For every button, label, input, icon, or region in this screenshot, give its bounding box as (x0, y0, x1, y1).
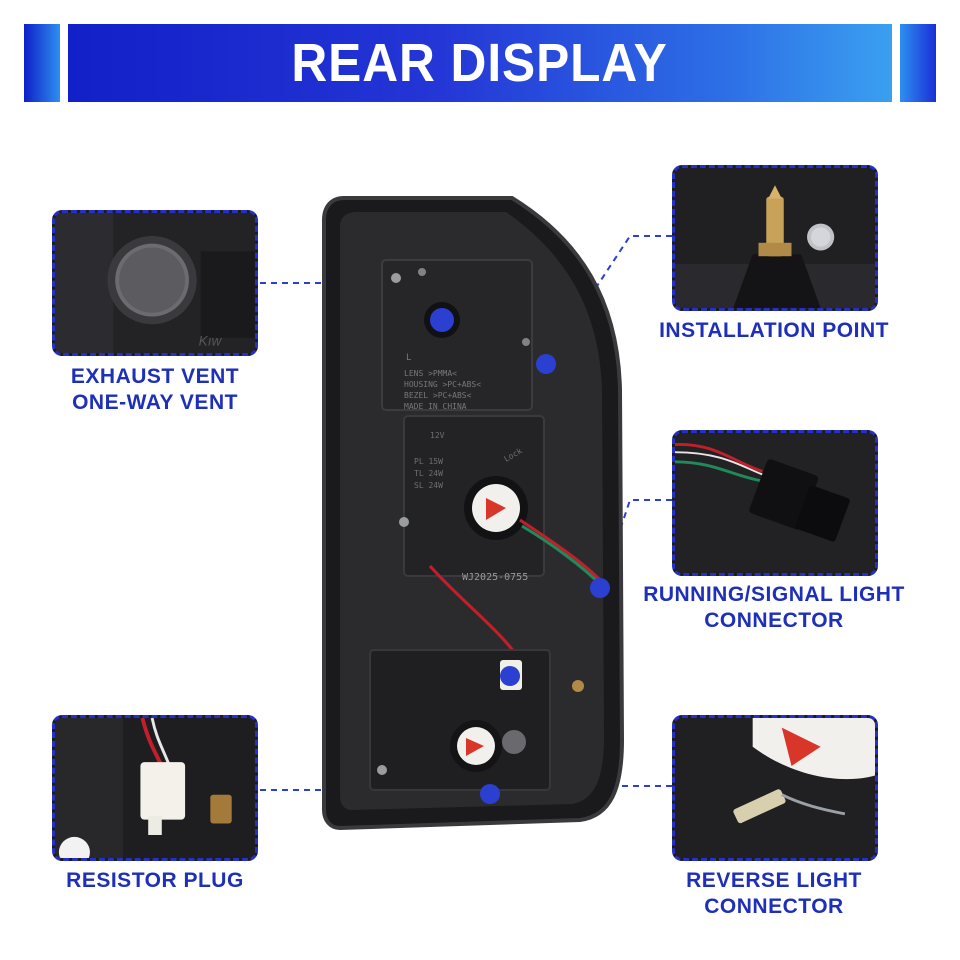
installation-point-photo (672, 165, 878, 311)
marking-rating-1: PL 15W (414, 457, 443, 466)
marking-rating-3: SL 24W (414, 481, 443, 490)
running-signal-caption: RUNNING/SIGNAL LIGHT CONNECTOR (628, 582, 920, 634)
tail-light-housing: L LENS >PMMA< HOUSING >PC+ABS< BEZEL >PC… (300, 180, 640, 840)
page-title: REAR DISPLAY (291, 33, 669, 93)
marking-bezel: BEZEL >PC+ABS< (404, 391, 472, 400)
marking-part-number: WJ2025-0755 (462, 572, 528, 583)
header-banner: REAR DISPLAY (68, 24, 892, 102)
reverse-light-connector-label: CONNECTOR (704, 895, 844, 918)
marking-side: L (406, 353, 411, 363)
banner-accent-right (900, 24, 936, 102)
running-signal-connector-photo (672, 430, 878, 576)
running-signal-connector-label: CONNECTOR (704, 609, 844, 632)
running-signal-label: RUNNING/SIGNAL LIGHT (643, 583, 905, 606)
exhaust-vent-label: EXHAUST VENT (70, 365, 240, 388)
reverse-light-label: REVERSE LIGHT (686, 869, 862, 892)
marking-origin: MADE IN CHINA (404, 402, 467, 411)
reverse-light-connector-photo (672, 715, 878, 861)
banner-accent-left (24, 24, 60, 102)
installation-point-caption: INSTALLATION POINT (659, 319, 889, 342)
marking-lens: LENS >PMMA< (404, 369, 457, 378)
resistor-plug-caption: RESISTOR PLUG (66, 869, 244, 892)
exhaust-vent-photo: Kıw (52, 210, 258, 356)
marking-voltage: 12V (430, 431, 445, 440)
one-way-vent-label: ONE-WAY VENT (72, 391, 238, 414)
marking-rating-2: TL 24W (414, 469, 443, 478)
reverse-light-caption: REVERSE LIGHT CONNECTOR (650, 868, 898, 920)
marking-housing: HOUSING >PC+ABS< (404, 380, 481, 389)
resistor-plug-photo (52, 715, 258, 861)
svg-text:Kıw: Kıw (199, 333, 223, 348)
exhaust-vent-caption: EXHAUST VENT ONE-WAY VENT (50, 364, 260, 416)
